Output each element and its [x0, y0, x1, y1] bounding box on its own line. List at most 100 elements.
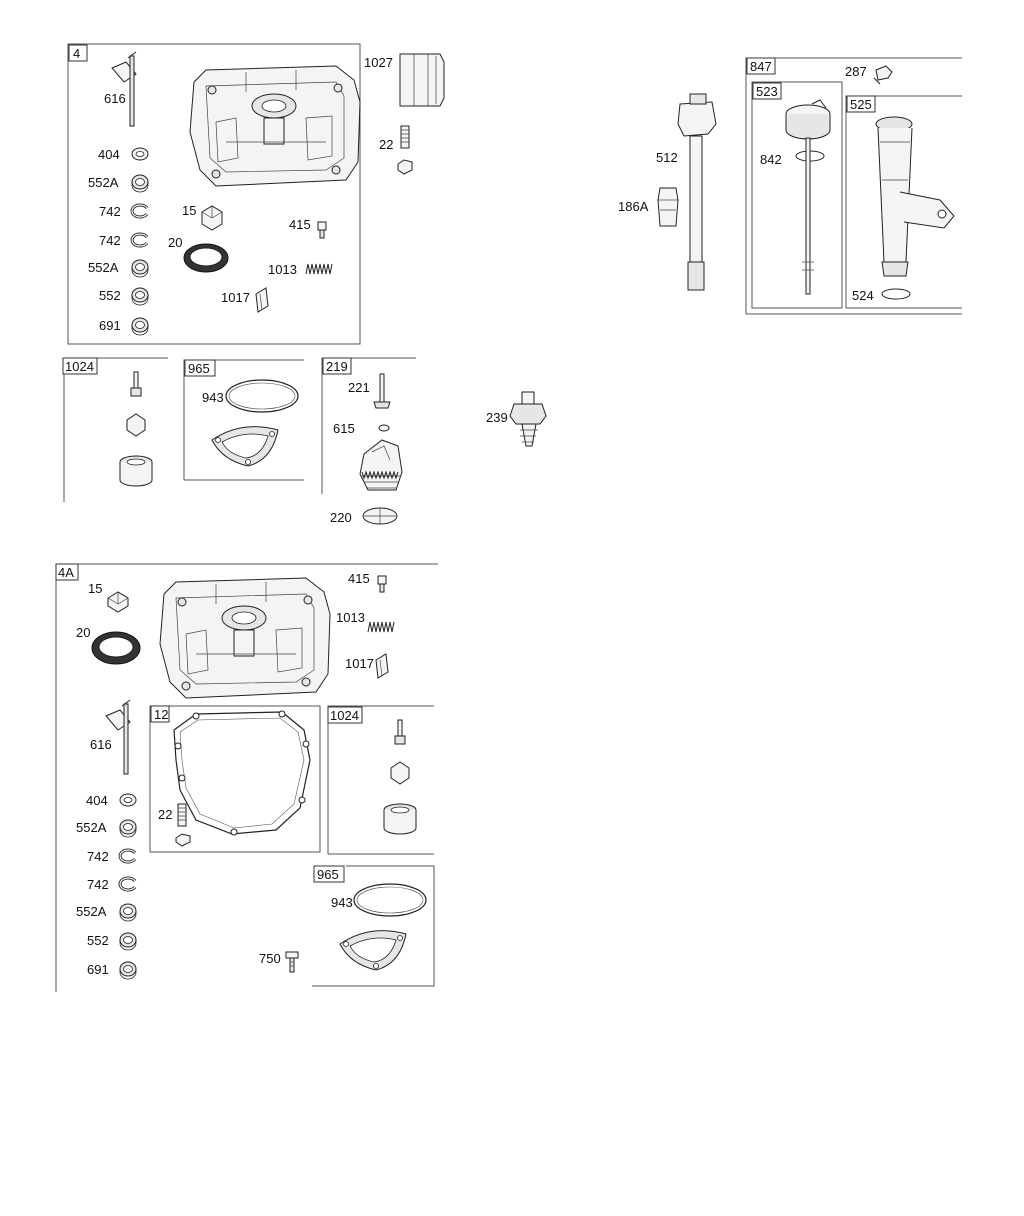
part-239-label: 239 — [486, 410, 508, 425]
washer-icon — [362, 507, 398, 525]
bearing-icon — [131, 317, 149, 336]
e-clip-icon — [118, 876, 137, 892]
dowel-pin-icon — [175, 803, 191, 847]
group-1024-label: 1024 — [330, 708, 359, 723]
oil-seal-icon — [91, 631, 141, 665]
governor-assembly-icon — [119, 371, 153, 487]
e-clip-icon — [130, 203, 149, 219]
spring-icon — [367, 621, 395, 633]
part-512-label: 512 — [656, 150, 678, 165]
part-552a-label: 552A — [88, 260, 119, 275]
group-1024: 1024 — [62, 357, 168, 502]
plug-icon — [107, 591, 129, 613]
group-965: 965 943 — [183, 359, 304, 481]
part-22-label: 22 — [158, 807, 172, 822]
breather-valve-icon — [375, 653, 389, 679]
part-842-label: 842 — [760, 152, 782, 167]
group-4-tag — [68, 44, 88, 62]
group-4a: 4A 15 20 415 1013 1017 616 404 552A 74 — [55, 563, 438, 992]
bearing-icon — [131, 287, 149, 306]
part-691-label: 691 — [87, 962, 109, 977]
part-20-label: 20 — [76, 625, 90, 640]
group-847-label: 847 — [750, 59, 772, 74]
screw-icon — [873, 65, 893, 85]
breather-valve-icon — [255, 287, 269, 313]
part-1013-label: 1013 — [268, 262, 297, 277]
governor-shaft-icon — [373, 373, 391, 409]
part-22-label: 22 — [379, 137, 393, 152]
part-287-label: 287 — [845, 64, 867, 79]
group-965-label: 965 — [317, 867, 339, 882]
part-221-label: 221 — [348, 380, 370, 395]
cover-plate-icon — [339, 930, 407, 971]
part-404-label: 404 — [86, 793, 108, 808]
bearing-icon — [119, 961, 137, 980]
bearing-icon — [131, 174, 149, 193]
spring-icon — [305, 263, 333, 275]
screw-icon — [317, 221, 327, 239]
tube-icon — [875, 116, 955, 277]
gasket-icon — [173, 710, 311, 836]
part-943-label: 943 — [202, 390, 224, 405]
bearing-icon — [119, 903, 137, 922]
crankcase-icon — [189, 65, 361, 187]
part-220-label: 220 — [330, 510, 352, 525]
dowel-pin-icon — [397, 125, 413, 175]
group-4-label: 4 — [73, 46, 80, 61]
part-552a-label: 552A — [76, 904, 107, 919]
group-965-label: 965 — [188, 361, 210, 376]
part-524-label: 524 — [852, 288, 874, 303]
gasket-icon — [353, 883, 427, 917]
dipstick-tube-icon — [677, 93, 717, 291]
part-20-label: 20 — [168, 235, 182, 250]
group-219: 219 221 615 220 — [321, 357, 416, 525]
governor-assembly-icon — [383, 719, 417, 835]
part-1013-label: 1013 — [336, 610, 365, 625]
part-15-label: 15 — [182, 203, 196, 218]
dipstick-icon — [785, 99, 831, 295]
bearing-icon — [131, 259, 149, 278]
part-615-label: 615 — [333, 421, 355, 436]
gear-icon — [359, 439, 403, 491]
screw-icon — [285, 951, 299, 973]
part-552a-label: 552A — [76, 820, 107, 835]
bearing-icon — [119, 932, 137, 951]
part-943-label: 943 — [331, 895, 353, 910]
washer-icon — [119, 793, 137, 807]
part-742-label: 742 — [99, 204, 121, 219]
part-616-label: 616 — [90, 737, 112, 752]
o-ring-icon — [881, 288, 911, 300]
e-clip-icon — [130, 232, 149, 248]
part-616-label: 616 — [104, 91, 126, 106]
group-1024-label: 1024 — [65, 359, 94, 374]
cover-plate-icon — [211, 426, 279, 467]
drain-plug-icon — [509, 391, 547, 447]
group-219-label: 219 — [326, 359, 348, 374]
plug-icon — [201, 205, 223, 231]
group-12-label: 12 — [154, 707, 168, 722]
part-15-label: 15 — [88, 581, 102, 596]
oil-filter-icon — [399, 53, 445, 107]
part-415-label: 415 — [289, 217, 311, 232]
part-750-label: 750 — [259, 951, 281, 966]
governor-shaft-icon — [111, 51, 137, 127]
group-847: 847 287 523 842 525 — [745, 57, 962, 315]
part-415-label: 415 — [348, 571, 370, 586]
part-1017-label: 1017 — [221, 290, 250, 305]
bearing-icon — [119, 819, 137, 838]
part-404-label: 404 — [98, 147, 120, 162]
group-4: 4 616 404 552A 742 742 552A 552 691 15 2… — [67, 43, 361, 345]
part-742-label: 742 — [87, 877, 109, 892]
part-742-label: 742 — [99, 233, 121, 248]
part-742-label: 742 — [87, 849, 109, 864]
washer-icon — [378, 424, 390, 432]
oil-seal-icon — [183, 243, 229, 273]
crankcase-icon — [159, 577, 331, 699]
part-186a-label: 186A — [618, 199, 649, 214]
group-525-label: 525 — [850, 97, 872, 112]
part-552-label: 552 — [87, 933, 109, 948]
part-691-label: 691 — [99, 318, 121, 333]
tube-fitting-icon — [657, 187, 679, 227]
part-1027-label: 1027 — [364, 55, 393, 70]
part-552a-label: 552A — [88, 175, 119, 190]
